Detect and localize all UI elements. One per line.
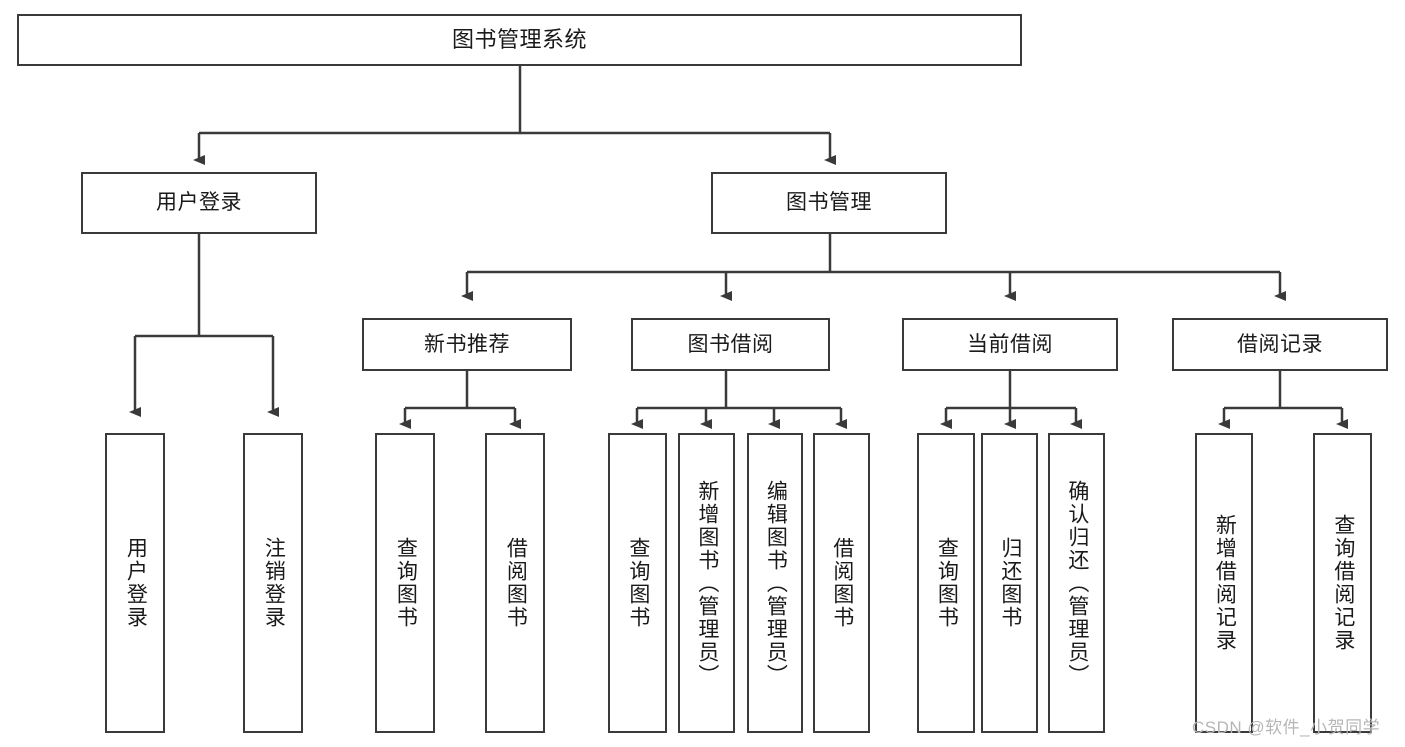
node-leaf-confirm-return[interactable]: 确认归还（管理员）	[1048, 433, 1105, 733]
node-leaf-add-book[interactable]: 新增图书（管理员）	[678, 433, 735, 733]
node-leaf-add-record[interactable]: 新增借阅记录	[1195, 433, 1253, 733]
node-leaf-borrow-book-2[interactable]: 借阅图书	[813, 433, 870, 733]
node-label: 新增借阅记录	[1213, 514, 1237, 652]
node-leaf-query-book-2[interactable]: 查询图书	[608, 433, 667, 733]
node-borrow-record[interactable]: 借阅记录	[1172, 318, 1388, 371]
node-label: 图书管理	[786, 191, 872, 215]
node-user-login[interactable]: 用户登录	[81, 172, 317, 234]
node-leaf-logout-login[interactable]: 注销登录	[243, 433, 303, 733]
node-label: 当前借阅	[967, 332, 1053, 356]
node-label: 用户登录	[124, 537, 148, 629]
node-label: 借阅图书	[830, 537, 854, 629]
node-label: 查询图书	[626, 537, 650, 629]
node-label: 用户登录	[156, 191, 242, 215]
node-leaf-borrow-book-1[interactable]: 借阅图书	[485, 433, 545, 733]
node-label: 编辑图书（管理员）	[764, 479, 788, 687]
node-label: 归还图书	[998, 537, 1022, 629]
node-label: 查询图书	[935, 537, 959, 629]
node-current-borrow[interactable]: 当前借阅	[902, 318, 1118, 371]
node-leaf-query-record[interactable]: 查询借阅记录	[1313, 433, 1372, 733]
node-label: 图书管理系统	[451, 26, 587, 52]
node-leaf-query-book-1[interactable]: 查询图书	[375, 433, 435, 733]
node-label: 新增图书（管理员）	[695, 479, 719, 687]
node-leaf-query-book-3[interactable]: 查询图书	[917, 433, 975, 733]
node-label: 查询图书	[394, 537, 418, 629]
node-label: 图书借阅	[687, 332, 774, 356]
node-label: 借阅记录	[1237, 332, 1323, 356]
node-label: 借阅图书	[504, 537, 528, 629]
node-label: 查询借阅记录	[1331, 514, 1355, 652]
node-label: 新书推荐	[424, 332, 510, 356]
node-book-manage[interactable]: 图书管理	[711, 172, 947, 234]
watermark-text: CSDN @软件_小贺同学	[1192, 718, 1381, 737]
node-label: 注销登录	[262, 537, 286, 629]
node-leaf-user-login[interactable]: 用户登录	[105, 433, 165, 733]
node-label: 确认归还（管理员）	[1065, 479, 1089, 687]
node-leaf-edit-book[interactable]: 编辑图书（管理员）	[747, 433, 803, 733]
node-new-book-recommend[interactable]: 新书推荐	[362, 318, 572, 371]
node-leaf-return-book[interactable]: 归还图书	[981, 433, 1038, 733]
node-book-borrow[interactable]: 图书借阅	[631, 318, 830, 371]
node-book-management-system[interactable]: 图书管理系统	[17, 14, 1022, 66]
